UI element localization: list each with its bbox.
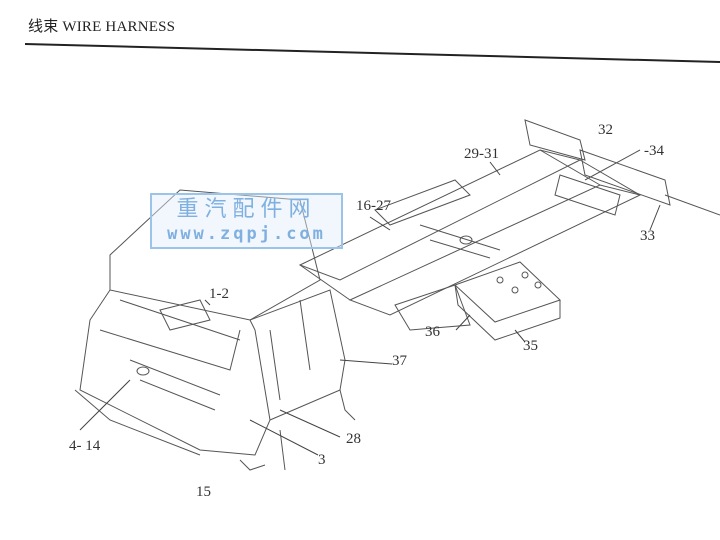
callout-36: 36: [425, 324, 440, 340]
callout-16-27: 16-27: [356, 198, 391, 214]
callout-4-14: 4- 14: [69, 438, 101, 454]
chassis-frame: [298, 119, 720, 331]
callout-15: 15: [196, 484, 211, 500]
callout-29-31: 29-31: [464, 146, 499, 162]
watermark: 重汽配件网 www.zqpj.com: [150, 193, 343, 249]
callout-35: 35: [523, 338, 538, 354]
leader-lines: [79, 161, 661, 456]
page-title: 线束 WIRE HARNESS: [28, 19, 176, 35]
header-rule: [24, 43, 720, 63]
watermark-name: 重汽配件网: [176, 197, 317, 222]
callout-34: -34: [644, 143, 664, 159]
callout-3: 3: [318, 452, 326, 468]
callout-32: 32: [598, 122, 613, 138]
battery-box: [454, 261, 561, 341]
callout-1-2: 1-2: [209, 286, 229, 302]
watermark-url: www.zqpj.com: [167, 224, 326, 244]
callout-33: 33: [640, 228, 655, 244]
callout-37: 37: [392, 353, 407, 369]
callout-28: 28: [346, 431, 361, 447]
truck-cab: [74, 189, 356, 471]
